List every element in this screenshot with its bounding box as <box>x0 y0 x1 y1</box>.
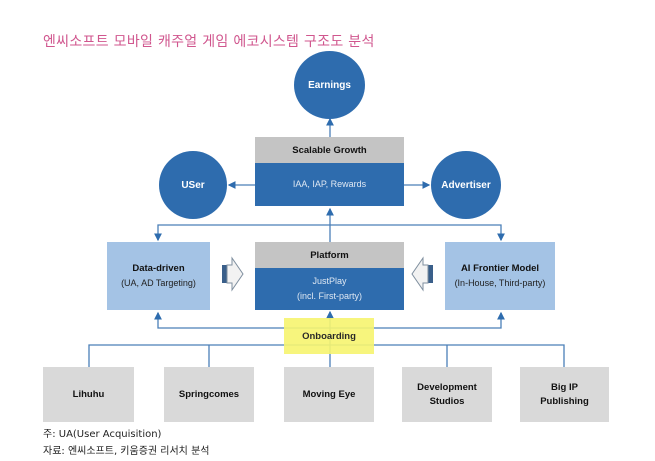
ai-frontier-subtitle: (In-House, Third-party) <box>454 278 546 288</box>
user-node: USer <box>159 151 227 219</box>
arrow-data-driven-to-platform <box>222 256 244 292</box>
arrow-split-to-data-driven <box>154 224 330 242</box>
studio-box: Big IP Publishing <box>520 367 609 422</box>
advertiser-label: Advertiser <box>441 179 491 191</box>
platform-header: Platform <box>255 242 404 268</box>
arrow-ai-frontier-to-platform <box>411 256 433 292</box>
source-note: 자료: 엔씨소프트, 키움증권 리서치 분석 <box>43 446 210 457</box>
scalable-growth-header: Scalable Growth <box>255 137 404 163</box>
diagram-title: 엔씨소프트 모바일 캐주얼 게임 에코시스템 구조도 분석 <box>43 34 375 50</box>
footnote: 주: UA(User Acquisition) <box>43 429 162 440</box>
studio-box: Springcomes <box>164 367 254 422</box>
studio-box: Lihuhu <box>43 367 134 422</box>
advertiser-node: Advertiser <box>431 151 501 219</box>
studio-box: Development Studios <box>402 367 492 422</box>
data-driven-subtitle: (UA, AD Targeting) <box>121 278 196 288</box>
ai-frontier-title: AI Frontier Model <box>460 263 540 274</box>
arrow-split-to-ai-frontier <box>330 224 505 242</box>
studio-box: Moving Eye <box>284 367 374 422</box>
data-driven-title: Data-driven <box>132 263 185 274</box>
arrow-feedback-to-data-driven <box>154 311 330 329</box>
earnings-label: Earnings <box>308 79 351 91</box>
data-driven-node: Data-driven (UA, AD Targeting) <box>107 242 210 310</box>
arrow-feedback-to-ai-frontier <box>330 311 505 329</box>
earnings-node: Earnings <box>294 51 365 119</box>
user-label: USer <box>181 179 205 191</box>
onboarding-highlight: Onboarding <box>284 318 374 354</box>
ai-frontier-node: AI Frontier Model (In-House, Third-party… <box>445 242 555 310</box>
scalable-growth-body: IAA, IAP, Rewards <box>255 163 404 206</box>
platform-body: JustPlay (incl. First-party) <box>255 268 404 310</box>
